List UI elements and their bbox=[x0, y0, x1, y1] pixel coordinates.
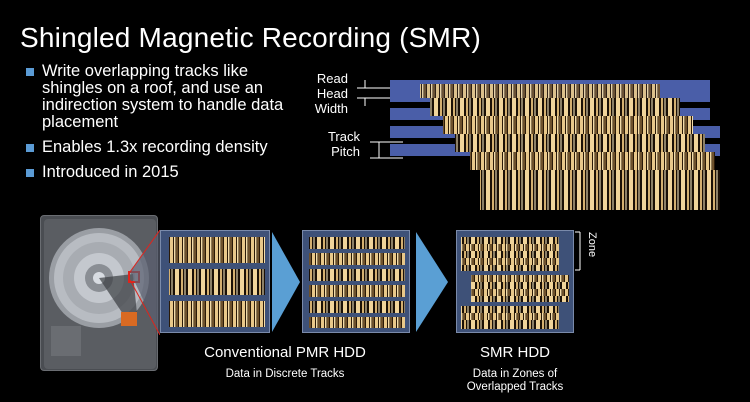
arrow-right-icon bbox=[272, 232, 300, 332]
track-stack bbox=[390, 80, 720, 210]
smr-zones-illustration bbox=[461, 237, 569, 329]
bullet-icon bbox=[26, 68, 34, 76]
bullet-text: Introduced in 2015 bbox=[42, 163, 179, 181]
bullet-list: Write overlapping tracks like shingles o… bbox=[26, 63, 311, 189]
pmr-tracks-panel bbox=[160, 230, 270, 333]
bullet-text: Write overlapping tracks like shingles o… bbox=[42, 62, 284, 131]
shingled-tracks-figure bbox=[357, 80, 720, 210]
zone-label: Zone bbox=[586, 232, 598, 258]
pmr-tracks-detail-panel bbox=[302, 230, 410, 333]
smr-subcaption: Data in Zones of Overlapped Tracks bbox=[466, 368, 564, 393]
zone-bracket-icon bbox=[575, 231, 581, 271]
smr-caption: SMR HDD bbox=[480, 344, 550, 361]
bullet-item: Introduced in 2015 bbox=[26, 164, 311, 181]
bullet-text: Enables 1.3x recording density bbox=[42, 138, 268, 156]
hdd-image bbox=[40, 215, 158, 371]
smr-zones-panel bbox=[456, 230, 574, 333]
pmr-tracks-detail-illustration bbox=[309, 237, 405, 328]
slide-title: Shingled Magnetic Recording (SMR) bbox=[20, 22, 482, 53]
zoom-triangle-icon bbox=[130, 230, 160, 335]
bullet-icon bbox=[26, 144, 34, 152]
pmr-tracks-illustration bbox=[169, 237, 265, 327]
bullet-item: Write overlapping tracks like shingles o… bbox=[26, 63, 311, 131]
bullet-icon bbox=[26, 169, 34, 177]
read-head-width-label: Read Head Width bbox=[314, 71, 348, 116]
pmr-caption: Conventional PMR HDD bbox=[204, 344, 366, 361]
arrow-right-icon bbox=[416, 232, 448, 332]
pmr-subcaption: Data in Discrete Tracks bbox=[225, 368, 345, 380]
track-pitch-label: Track Pitch bbox=[327, 129, 360, 159]
hdd-illustration bbox=[44, 219, 156, 369]
bullet-item: Enables 1.3x recording density bbox=[26, 139, 311, 156]
